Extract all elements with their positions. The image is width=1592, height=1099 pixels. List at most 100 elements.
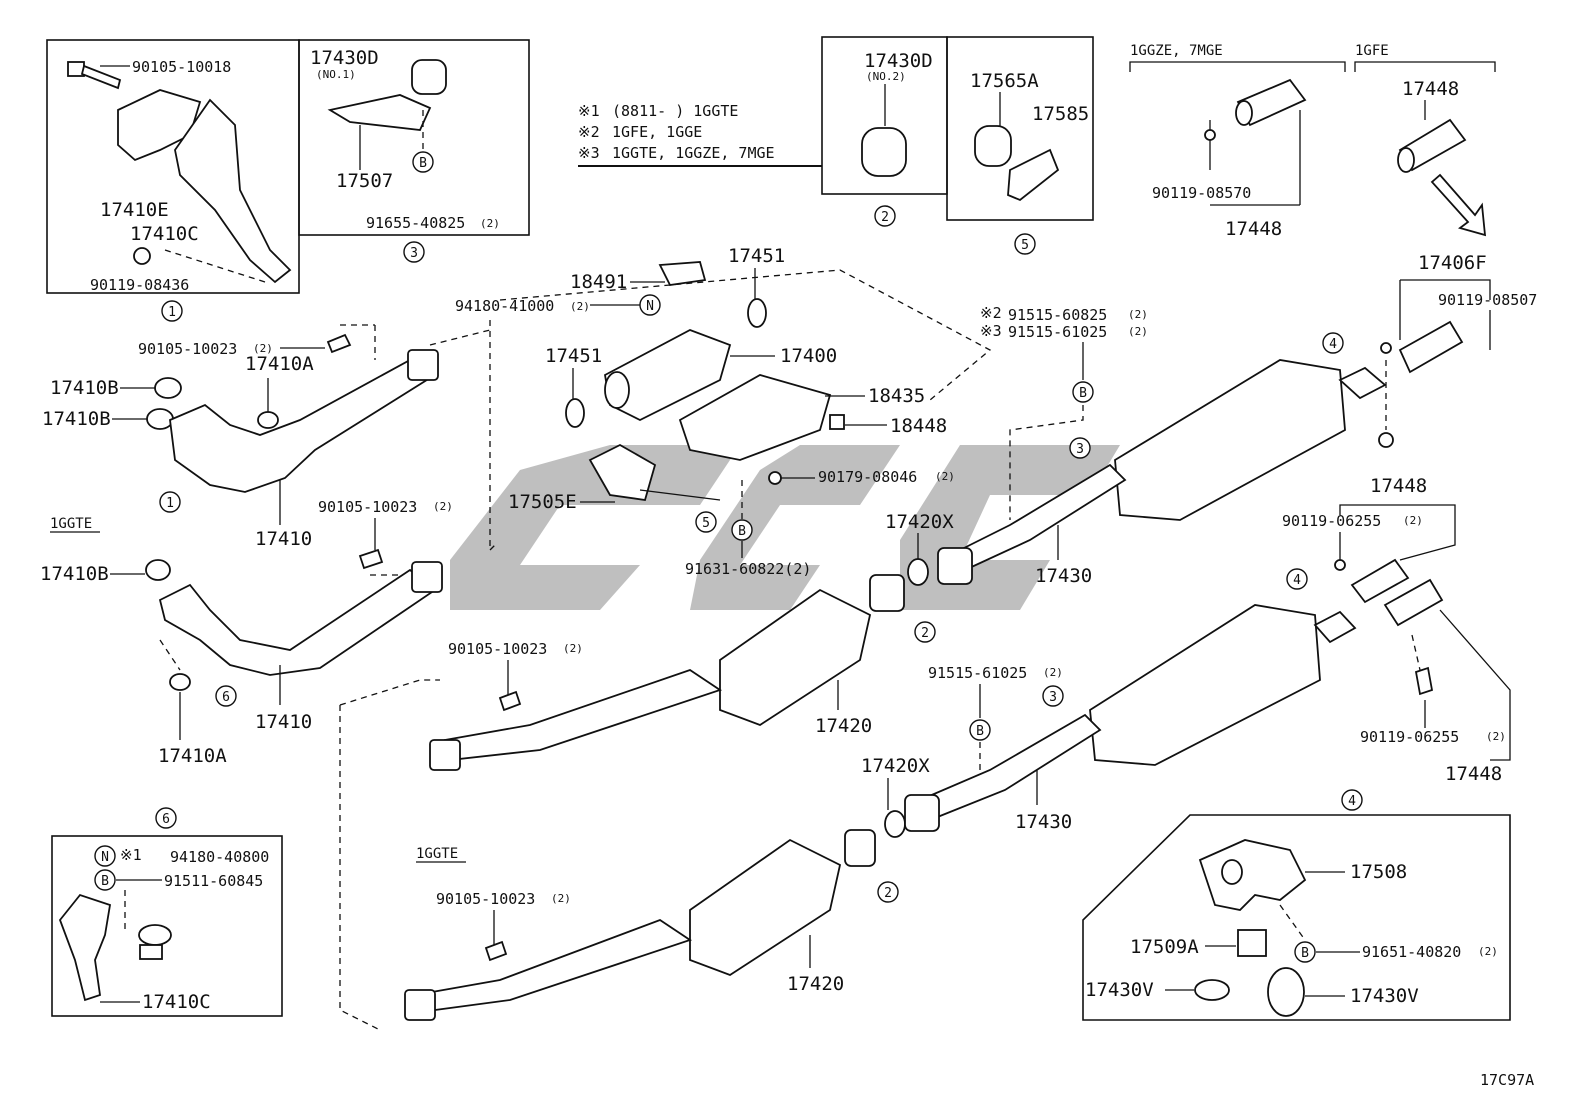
part-label: 17410 xyxy=(255,711,312,733)
tail-pipe-icon xyxy=(1398,320,1464,374)
part-label: 94180-41000 xyxy=(455,297,554,315)
callout-b-circle xyxy=(412,151,434,173)
hanger-number-label: (NO.2) xyxy=(866,70,906,83)
callout-number: 3 xyxy=(410,246,418,261)
part-label: 91515-60825 xyxy=(1008,306,1107,324)
rubber-hanger-icon xyxy=(411,59,447,95)
callout-number: 2 xyxy=(921,626,929,641)
callout-circle-5 xyxy=(1014,233,1036,255)
callout-circle-1 xyxy=(161,300,183,322)
part-label: 17410E xyxy=(100,199,169,221)
front-exhaust-pipe-icon xyxy=(158,568,437,676)
callout-circle-1 xyxy=(159,491,181,513)
quantity-label: (2) xyxy=(433,500,453,513)
part-label: 17420X xyxy=(885,511,954,533)
engine-notes: ※1 (8811- ) 1GGTE ※2 1GFE, 1GGE ※3 1GGTE… xyxy=(578,102,822,167)
callout-b-circle xyxy=(94,869,116,891)
callout-code: N xyxy=(101,850,109,865)
bolt-icon xyxy=(358,548,384,570)
tail-muffler-icon xyxy=(1114,359,1346,521)
rubber-ring-icon xyxy=(1267,967,1305,1017)
outlet-pipe-icon xyxy=(1338,366,1387,400)
part-label: 18448 xyxy=(890,415,947,437)
part-label: 90179-08046 xyxy=(818,468,917,486)
callout-number: 5 xyxy=(702,516,710,531)
note-text: 1GFE, 1GGE xyxy=(612,123,702,141)
callout-circle-2 xyxy=(877,881,899,903)
tail-muffler-icon xyxy=(1089,604,1321,766)
part-label: 17448 xyxy=(1402,78,1459,100)
flange-icon xyxy=(407,349,439,381)
hanger-bracket-icon xyxy=(1007,148,1060,202)
quantity-label: (2) xyxy=(253,342,273,355)
part-label: 17410A xyxy=(245,353,314,375)
callout-code: B xyxy=(1301,946,1309,961)
flange-icon xyxy=(937,547,973,585)
callout-number: 6 xyxy=(222,690,230,705)
part-label: 17400 xyxy=(780,345,837,367)
part-label: 17448 xyxy=(1445,763,1502,785)
callout-circle-2 xyxy=(874,205,896,227)
bolt-icon xyxy=(498,690,522,712)
bolt-icon xyxy=(326,333,352,354)
part-label: 17508 xyxy=(1350,861,1407,883)
part-label: 90105-10018 xyxy=(132,58,231,76)
part-label: 91631-60822(2) xyxy=(685,560,811,578)
gasket-icon xyxy=(565,398,585,428)
callout-number: 1 xyxy=(168,305,176,320)
bracket-icon xyxy=(658,261,707,286)
heat-insulator-icon xyxy=(117,89,202,162)
part-label: 17410C xyxy=(130,223,199,245)
callout-circle-3 xyxy=(1069,437,1091,459)
callout-circle-3 xyxy=(403,241,425,263)
flange-icon xyxy=(404,989,436,1021)
part-label: 17410B xyxy=(40,563,109,585)
part-label: 91655-40825 xyxy=(366,214,465,232)
bolt-icon xyxy=(1378,432,1394,448)
center-muffler-icon xyxy=(719,588,872,727)
part-label: 90105-10023 xyxy=(436,890,535,908)
part-label: 91515-61025 xyxy=(928,664,1027,682)
part-label: 17430V xyxy=(1085,979,1154,1001)
section-header: 1GGZE, 7MGE xyxy=(1130,43,1223,59)
hanger-number-label: (NO.1) xyxy=(316,68,356,81)
part-label: 90119-06255 xyxy=(1360,728,1459,746)
quantity-label: (2) xyxy=(551,892,571,905)
box-3-exhaust-hanger xyxy=(298,39,530,236)
hanger-hole-icon xyxy=(1221,859,1243,885)
gasket-icon xyxy=(907,558,929,586)
part-label: 90105-10023 xyxy=(138,340,237,358)
bolt-icon xyxy=(1204,129,1216,141)
part-label: 17410B xyxy=(50,377,119,399)
part-label: 94180-40800 xyxy=(170,848,269,866)
callout-circle-5 xyxy=(695,511,717,533)
hanger-bracket-icon xyxy=(327,94,432,131)
heat-shield-icon xyxy=(588,443,657,502)
converter-inlet-icon xyxy=(604,371,630,409)
part-label: 17448 xyxy=(1225,218,1282,240)
front-exhaust-pipe-icon xyxy=(169,358,432,493)
center-pipe-icon xyxy=(443,669,723,761)
note-mark: ※3 xyxy=(578,144,600,162)
rubber-hanger-icon xyxy=(974,125,1012,167)
part-label: 91511-60845 xyxy=(164,872,263,890)
callout-code: N xyxy=(646,299,654,314)
quantity-label: (2) xyxy=(1478,945,1498,958)
callout-circle-6 xyxy=(215,685,237,707)
callout-number: 2 xyxy=(884,886,892,901)
part-label: 17585 xyxy=(1032,103,1089,125)
part-label: 17410C xyxy=(142,991,211,1013)
center-pipe-icon xyxy=(413,918,693,1013)
bolt-icon xyxy=(67,61,122,90)
quantity-label: (2) xyxy=(1043,666,1063,679)
part-label: 17410 xyxy=(255,528,312,550)
callout-number: 4 xyxy=(1348,794,1356,809)
quantity-label: (2) xyxy=(570,300,590,313)
box-4-muffler-hanger xyxy=(1082,814,1511,1021)
bolt-icon xyxy=(1334,559,1346,571)
part-label: 17507 xyxy=(336,170,393,192)
part-label: 18435 xyxy=(868,385,925,407)
part-label: 17430 xyxy=(1035,565,1092,587)
tail-pipe-end-icon xyxy=(1235,100,1253,126)
part-label: 17420X xyxy=(861,755,930,777)
